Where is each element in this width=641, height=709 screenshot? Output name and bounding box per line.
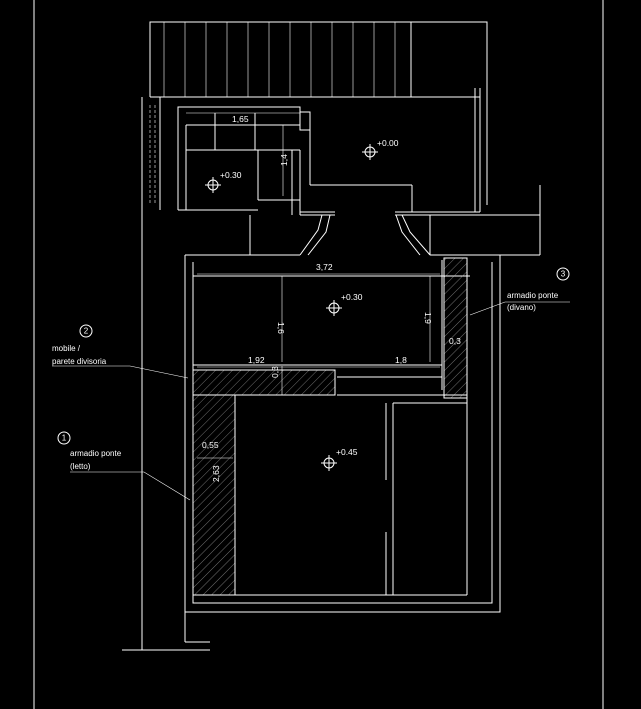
dimension-3-72: 3,72 — [316, 262, 333, 272]
svg-text:parete divisoria: parete divisoria — [52, 357, 107, 366]
left-wall — [122, 97, 210, 651]
svg-text:mobile /: mobile / — [52, 344, 81, 353]
level-marker-left — [205, 177, 221, 193]
svg-text:(letto): (letto) — [70, 462, 91, 471]
level-text-top: +0.00 — [377, 138, 399, 148]
staircase — [149, 21, 488, 212]
svg-text:armadio ponte: armadio ponte — [507, 291, 559, 300]
svg-text:armadio ponte: armadio ponte — [70, 449, 122, 458]
dimension-2-63: 2,63 — [211, 465, 221, 482]
dimension-1-8: 1,8 — [395, 355, 407, 365]
dimension-0-3-mid: 0,3 — [270, 366, 280, 378]
wardrobe-bed — [192, 394, 236, 596]
dimension-0-55: 0,55 — [202, 440, 219, 450]
level-marker-bottom — [321, 455, 337, 471]
dimension-1-4: 1,4 — [279, 154, 289, 166]
svg-text:(divano): (divano) — [507, 303, 536, 312]
svg-text:1: 1 — [62, 434, 67, 443]
level-text-bottom: +0.45 — [336, 447, 358, 457]
callout-2: 2 mobile / parete divisoria — [52, 324, 189, 379]
level-marker-top — [362, 144, 378, 160]
level-text-middle: +0.30 — [341, 292, 363, 302]
callout-3: 3 armadio ponte (divano) — [469, 267, 570, 316]
dimension-1-65: 1,65 — [232, 114, 249, 124]
callout-1: 1 armadio ponte (letto) — [57, 431, 191, 501]
level-marker-middle — [326, 300, 342, 316]
wardrobe-sofa — [443, 257, 468, 399]
svg-text:3: 3 — [561, 270, 566, 279]
svg-text:2: 2 — [84, 327, 89, 336]
dimension-lines — [195, 124, 440, 459]
dimension-1-6: 1,6 — [276, 322, 286, 334]
lower-room — [193, 395, 468, 596]
dimension-1-9: 1,9 — [423, 312, 433, 324]
upper-rooms — [177, 106, 541, 256]
dimension-1-92: 1,92 — [248, 355, 265, 365]
middle-room — [192, 260, 470, 390]
level-text-left: +0.30 — [220, 170, 242, 180]
central-passage — [249, 214, 470, 256]
dimension-0-3-right: 0,3 — [449, 336, 461, 346]
divider-furniture — [192, 369, 336, 396]
